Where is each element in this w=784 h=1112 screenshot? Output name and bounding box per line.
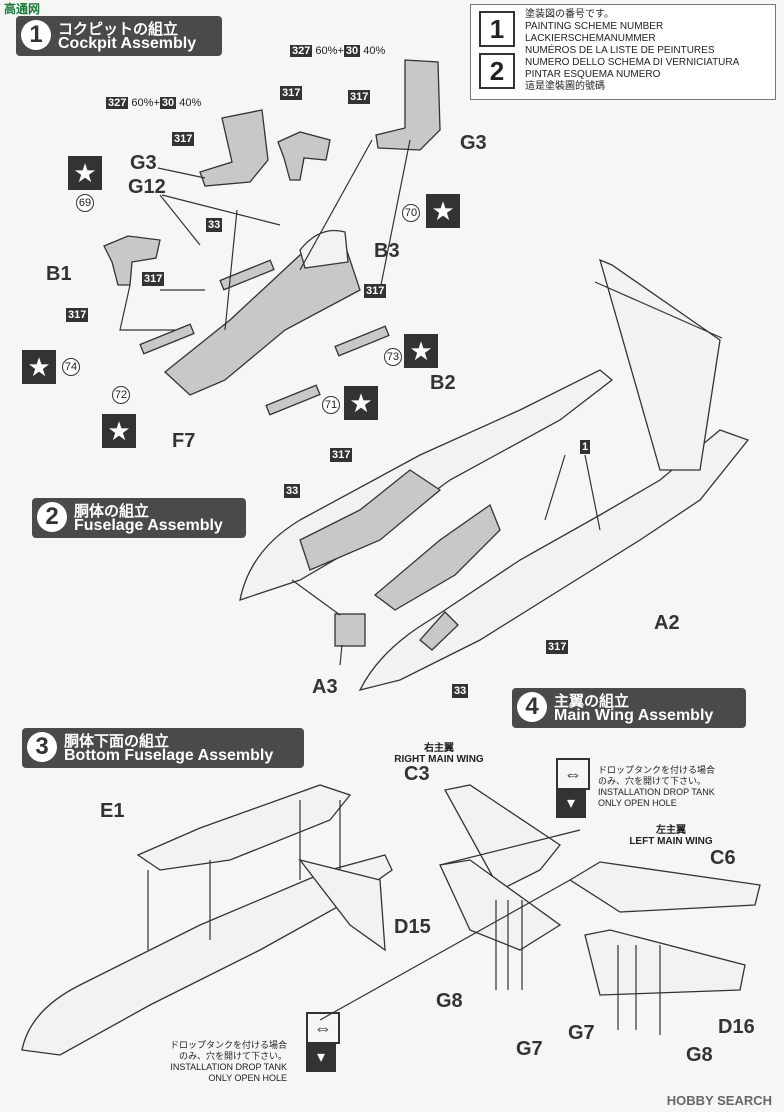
color-317: 317 bbox=[142, 272, 165, 286]
lower-fuselage bbox=[21, 854, 393, 1056]
part-a3 bbox=[334, 613, 366, 647]
drop-tank-icon: ⇔ ▾ bbox=[306, 1012, 340, 1076]
decal-71: 71 bbox=[322, 396, 340, 414]
color-317: 317 bbox=[546, 640, 569, 654]
wing-d15 bbox=[439, 859, 562, 951]
step-4-header: 4 主翼の組立 Main Wing Assembly bbox=[512, 688, 746, 728]
scheme-icon-1: 1 bbox=[479, 11, 515, 47]
label-b1: B1 bbox=[46, 263, 72, 285]
decal-72: 72 bbox=[112, 386, 130, 404]
label-a2: A2 bbox=[654, 612, 680, 634]
paint-mix-right: 327 60%+30 40% bbox=[290, 45, 386, 57]
paint-mix-left: 327 60%+30 40% bbox=[106, 97, 202, 109]
tail-fin bbox=[599, 258, 721, 471]
step-1-title-jp: コクピットの組立 bbox=[58, 21, 179, 38]
step-4-number: 4 bbox=[517, 692, 547, 722]
label-g7-right: G7 bbox=[516, 1038, 543, 1060]
decal-73: 73 bbox=[384, 348, 402, 366]
label-g3-right: G3 bbox=[460, 132, 487, 154]
drop-tank-note-fuselage: ドロップタンクを付ける場合のみ、穴を開けて下さい。 INSTALLATION D… bbox=[170, 1040, 288, 1083]
step-3-title-en: Bottom Fuselage Assembly bbox=[64, 747, 274, 764]
legend-line-es: PINTAR ESQUEMA NUMERO bbox=[525, 69, 661, 80]
star-icon: ★ bbox=[344, 386, 378, 420]
step-4-title-jp: 主翼の組立 bbox=[554, 693, 630, 710]
star-icon: ★ bbox=[404, 334, 438, 368]
color-317: 317 bbox=[66, 308, 89, 322]
decal-69: 69 bbox=[76, 194, 94, 212]
ejection-seats bbox=[373, 503, 501, 611]
drop-tank-note-wing: ドロップタンクを付ける場合のみ、穴を開けて下さい。 INSTALLATION D… bbox=[598, 765, 716, 808]
seat-g3-right bbox=[375, 59, 441, 151]
step-1-title-en: Cockpit Assembly bbox=[58, 35, 197, 52]
color-317: 317 bbox=[348, 90, 371, 104]
legend-line-de: LACKIERSCHEMANUMMER bbox=[525, 33, 656, 44]
painting-scheme-legend: 1 2 塗装図の番号です。 PAINTING SCHEME NUMBER LAC… bbox=[470, 4, 776, 100]
drop-tank-icon: ⇔ ▾ bbox=[556, 758, 590, 822]
decal-70: 70 bbox=[402, 204, 420, 222]
legend-line-en: PAINTING SCHEME NUMBER bbox=[525, 21, 664, 32]
step-2-title-en: Fuselage Assembly bbox=[74, 517, 223, 534]
label-g7-left: G7 bbox=[568, 1022, 595, 1044]
label-g8-left: G8 bbox=[686, 1044, 713, 1066]
part-b1 bbox=[103, 235, 161, 286]
color-317: 317 bbox=[172, 132, 195, 146]
color-33: 33 bbox=[452, 684, 469, 698]
label-c3: C3 bbox=[404, 763, 430, 785]
legend-line-jp: 塗装図の番号です。 bbox=[525, 9, 614, 20]
step-4-title-en: Main Wing Assembly bbox=[554, 707, 714, 724]
label-g3-left: G3 bbox=[130, 152, 157, 174]
legend-line-it: NUMERO DELLO SCHEMA DI VERNICIATURA bbox=[525, 57, 740, 68]
label-e1: E1 bbox=[100, 800, 125, 822]
watermark-logo: 高通网 bbox=[4, 2, 41, 16]
part-e1 bbox=[136, 784, 352, 871]
label-d16: D16 bbox=[718, 1016, 755, 1038]
color-33: 33 bbox=[206, 218, 223, 232]
seat-g3-left bbox=[199, 109, 269, 187]
legend-line-zh: 這是塗裝圖的號碼 bbox=[525, 81, 605, 92]
step-1-header: 1 コクピットの組立 Cockpit Assembly bbox=[16, 16, 222, 56]
cockpit-tub-f7 bbox=[164, 244, 361, 396]
star-icon: ★ bbox=[426, 194, 460, 228]
hobby-search-logo: HOBBY SEARCH bbox=[666, 1093, 772, 1108]
color-317: 317 bbox=[330, 448, 353, 462]
step-1-number: 1 bbox=[21, 20, 51, 50]
step-2-header: 2 胴体の組立 Fuselage Assembly bbox=[32, 498, 246, 538]
color-317: 317 bbox=[280, 86, 303, 100]
label-g8-right: G8 bbox=[436, 990, 463, 1012]
scheme-icon-2: 2 bbox=[479, 53, 515, 89]
legend-line-fr: NUMÉROS DE LA LISTE DE PEINTURES bbox=[525, 45, 715, 56]
label-b3: B3 bbox=[374, 240, 400, 262]
label-g12: G12 bbox=[128, 176, 166, 198]
decal-74: 74 bbox=[62, 358, 80, 376]
label-f7: F7 bbox=[172, 430, 196, 452]
step-3-number: 3 bbox=[27, 732, 57, 762]
label-c6: C6 bbox=[710, 847, 736, 869]
star-icon: ★ bbox=[22, 350, 56, 384]
step-2-number: 2 bbox=[37, 502, 67, 532]
star-icon: ★ bbox=[102, 414, 136, 448]
label-d15: D15 bbox=[394, 916, 431, 938]
wing-c6 bbox=[568, 861, 761, 913]
color-1: 1 bbox=[580, 440, 591, 454]
step-3-header: 3 胴体下面の組立 Bottom Fuselage Assembly bbox=[22, 728, 304, 768]
step-3-title-jp: 胴体下面の組立 bbox=[64, 733, 170, 750]
label-b2: B2 bbox=[430, 372, 456, 394]
wing-c3 bbox=[444, 784, 561, 891]
color-317: 317 bbox=[364, 284, 387, 298]
part-b3 bbox=[277, 131, 331, 181]
star-icon: ★ bbox=[68, 156, 102, 190]
color-33: 33 bbox=[284, 484, 301, 498]
step-2-title-jp: 胴体の組立 bbox=[74, 503, 150, 520]
label-a3: A3 bbox=[312, 676, 338, 698]
wing-d16 bbox=[584, 929, 746, 996]
